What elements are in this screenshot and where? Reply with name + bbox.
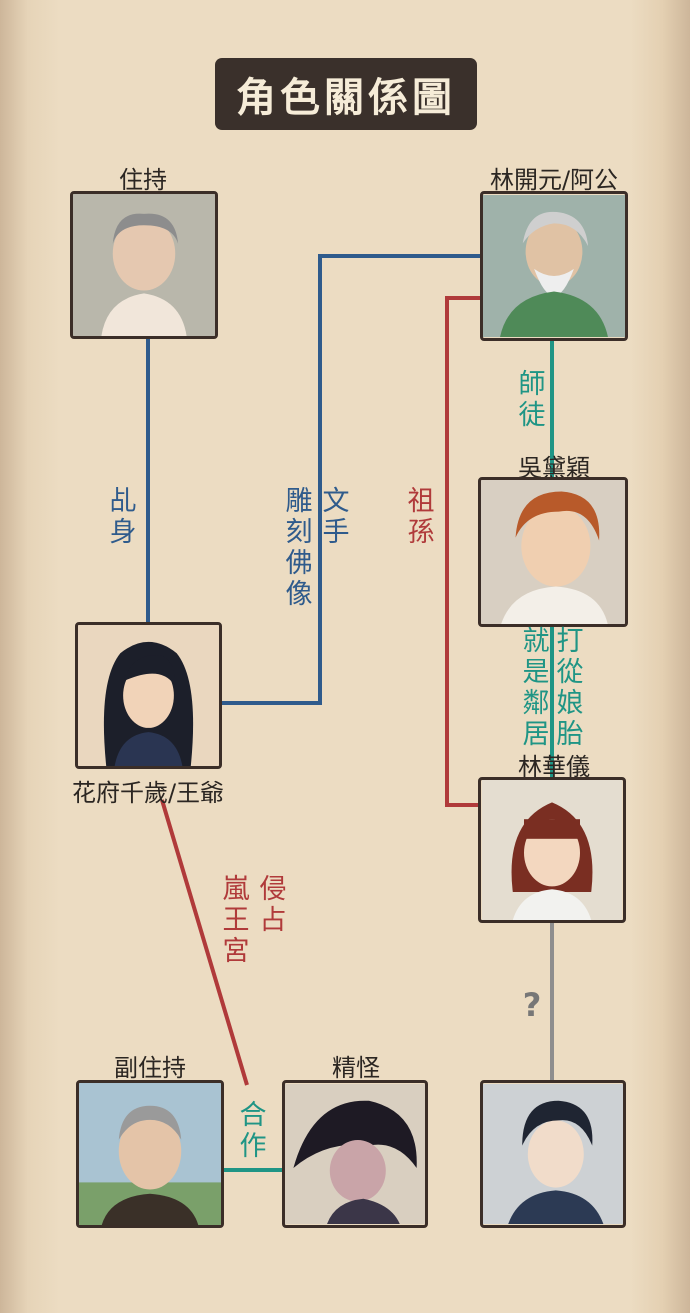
portrait-unknown: [480, 1080, 626, 1228]
name-abbot: 住持: [119, 166, 167, 194]
label-shitu: 師 徒: [518, 369, 546, 431]
name-lin-kaiyuan: 林開元/阿公: [489, 166, 619, 194]
line-lin-kaiyuan-lin-huayi: [445, 296, 482, 807]
page-title: 角色關係圖: [215, 58, 477, 130]
label-hezuo: 合 作: [239, 1100, 267, 1162]
portrait-vice-abbot: [76, 1080, 224, 1228]
line-hua-spirit: [160, 799, 249, 1086]
label-wenshou: 文 手: [322, 486, 350, 548]
portrait-wu-daiying: [478, 477, 628, 627]
label-luanshen: 乩 身: [109, 486, 137, 548]
label-question: ?: [522, 986, 542, 1024]
line-hua-lin-kaiyuan: [220, 254, 480, 705]
portrait-hua-fu: [75, 622, 222, 769]
label-jiushi: 就 是 鄰 居: [522, 626, 550, 750]
label-qinzhan: 侵 占: [259, 874, 287, 936]
portrait-lin-huayi: [478, 777, 626, 923]
label-dacong: 打 從 娘 胎: [556, 626, 584, 750]
name-spirit: 精怪: [332, 1054, 380, 1082]
label-zusun: 祖 孫: [407, 486, 435, 548]
portrait-lin-kaiyuan: [480, 191, 628, 341]
name-lin-huayi: 林華儀: [518, 753, 590, 781]
name-hua-fu: 花府千歲/王爺: [71, 779, 225, 807]
portrait-spirit: [282, 1080, 428, 1228]
portrait-abbot: [70, 191, 218, 339]
label-diaoke: 雕 刻 佛 像: [285, 486, 313, 610]
name-vice-abbot: 副住持: [114, 1054, 186, 1082]
label-lanwang: 嵐 王 宮: [222, 874, 250, 967]
